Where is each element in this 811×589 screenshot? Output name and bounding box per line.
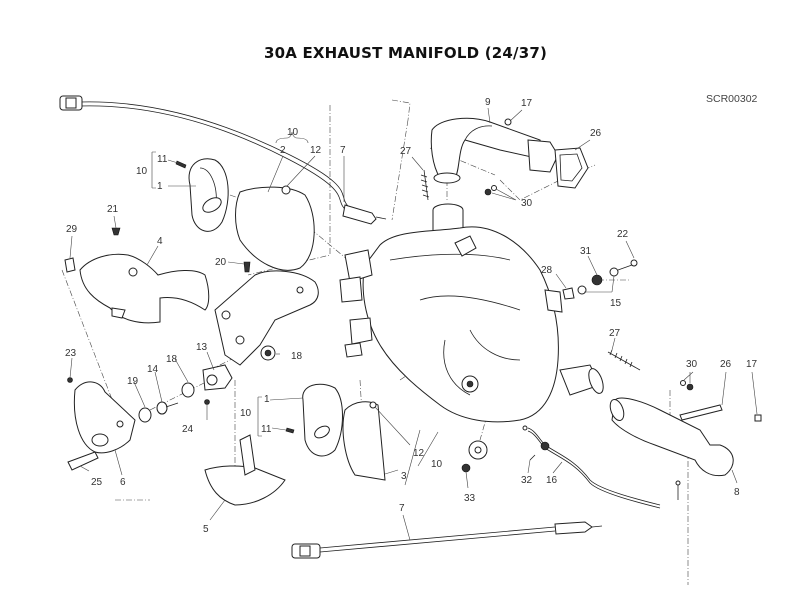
callout-17-top: 17	[521, 98, 533, 109]
callout-23: 23	[65, 348, 77, 359]
muffler-body	[339, 203, 604, 423]
callout-29: 29	[66, 224, 78, 235]
callout-31: 31	[580, 246, 592, 257]
callout-9: 9	[485, 97, 491, 108]
sensor-cable-right	[461, 425, 681, 509]
callout-7-top: 7	[340, 145, 346, 156]
mounting-bracket	[214, 261, 319, 366]
callout-12-b: 12	[413, 448, 425, 459]
heat-shield-lower	[285, 383, 386, 481]
callout-10-a: 10	[136, 166, 148, 177]
callout-1-b: 1	[264, 394, 270, 405]
callout-10-c: 10	[431, 459, 443, 470]
callout-10-b: 10	[240, 408, 252, 419]
diagram-title: 30A EXHAUST MANIFOLD (24/37)	[263, 44, 548, 62]
spring-upper	[420, 169, 430, 201]
callout-32: 32	[521, 475, 533, 486]
callout-21: 21	[107, 204, 119, 215]
callout-26-top: 26	[590, 128, 602, 139]
callout-27-top: 27	[400, 146, 412, 157]
callout-30-right: 30	[686, 359, 698, 370]
callout-12-top: 12	[310, 145, 322, 156]
heat-shield-bottom	[204, 434, 286, 506]
callout-14: 14	[147, 364, 159, 375]
manifold-pipe-upper	[430, 117, 589, 196]
callout-18-b: 18	[166, 354, 178, 365]
callout-6: 6	[120, 477, 126, 488]
callout-25: 25	[91, 477, 103, 488]
callout-1-a: 1	[157, 181, 163, 192]
callout-8: 8	[734, 487, 740, 498]
callout-20: 20	[215, 257, 227, 268]
callout-16: 16	[546, 475, 558, 486]
callout-4: 4	[157, 236, 163, 247]
callout-labels: 10 2 12 7 11 10 1 9 17 26 27 30 29 21 4 …	[65, 97, 758, 535]
callout-10-top: 10	[287, 127, 299, 138]
callout-15: 15	[610, 298, 622, 309]
footpeg-bracket	[67, 377, 136, 471]
callout-18-a: 18	[291, 351, 303, 362]
callout-27-mid: 27	[609, 328, 621, 339]
callout-30-top: 30	[521, 198, 533, 209]
callout-26-right: 26	[720, 359, 732, 370]
heat-shield-left	[64, 227, 210, 324]
oxygen-sensor-lower	[291, 521, 603, 559]
callout-28: 28	[541, 265, 553, 276]
leader-lines	[69, 107, 758, 541]
drawing-code: SCR00302	[706, 93, 758, 105]
callout-7-bottom: 7	[399, 503, 405, 514]
heat-shield-upper-flat	[235, 185, 315, 271]
callout-17-right: 17	[746, 359, 758, 370]
oxygen-sensor-upper	[59, 95, 387, 225]
callout-3: 3	[401, 471, 407, 482]
spring-right	[607, 349, 641, 371]
callout-5: 5	[203, 524, 209, 535]
callout-11-b: 11	[261, 424, 272, 435]
callout-13: 13	[196, 342, 208, 353]
fasteners-right	[562, 259, 638, 300]
callout-11-a: 11	[157, 154, 168, 165]
heat-shield-upper-left	[175, 158, 229, 232]
callout-2: 2	[280, 145, 286, 156]
callout-22: 22	[617, 229, 629, 240]
callout-33: 33	[464, 493, 476, 504]
callout-19: 19	[127, 376, 139, 387]
rear-pipe	[609, 380, 762, 477]
assembly-lines	[61, 99, 689, 585]
bushing-assembly	[138, 364, 233, 423]
callout-24: 24	[182, 424, 194, 435]
group-bracket-10	[417, 431, 439, 467]
